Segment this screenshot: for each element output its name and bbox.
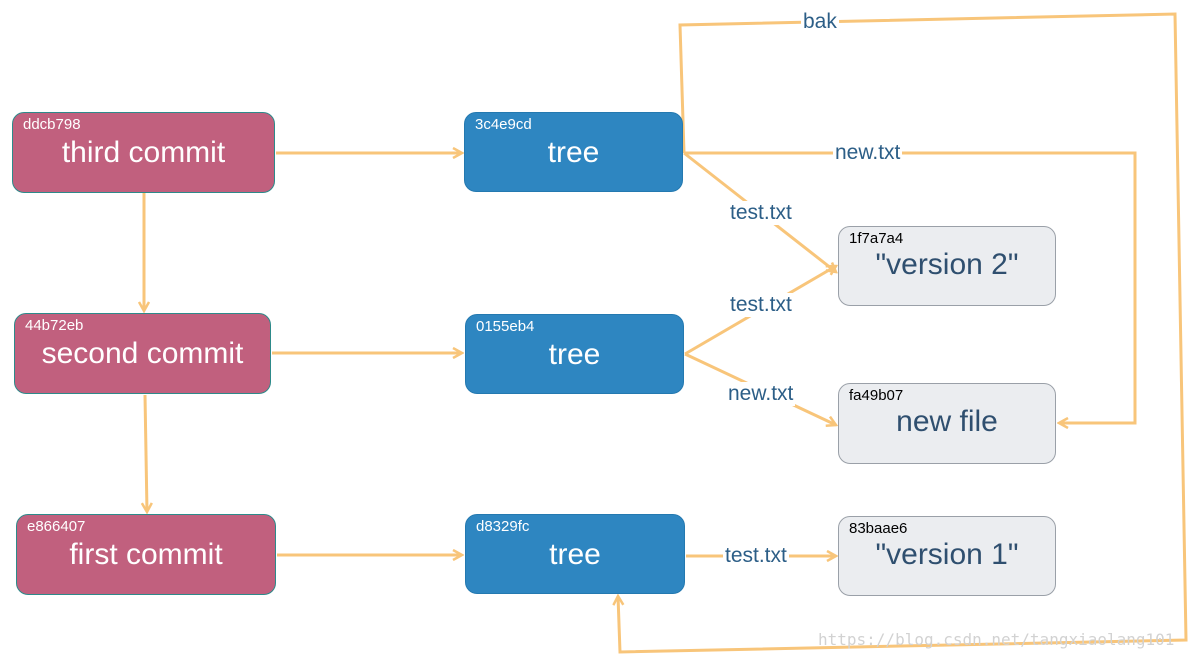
commit-hash: 44b72eb xyxy=(25,317,84,334)
commit-node-third[interactable]: ddcb798 third commit xyxy=(12,112,275,193)
tree-hash: 3c4e9cd xyxy=(475,116,532,133)
edge-second-to-first xyxy=(145,394,147,512)
blob-node-83baae6[interactable]: 83baae6 "version 1" xyxy=(838,516,1056,596)
blob-node-1f7a7a4[interactable]: 1f7a7a4 "version 2" xyxy=(838,226,1056,306)
tree-hash: 0155eb4 xyxy=(476,318,535,335)
commit-title: third commit xyxy=(61,136,226,169)
blob-title: "version 2" xyxy=(875,248,1019,281)
tree-node-3c4e9cd[interactable]: 3c4e9cd tree xyxy=(464,112,683,192)
tree-title: tree xyxy=(547,136,600,169)
commit-node-first[interactable]: e866407 first commit xyxy=(16,514,276,595)
blob-hash: fa49b07 xyxy=(849,387,904,404)
edge-label-tree2-new: new.txt xyxy=(726,382,796,406)
blob-title: new file xyxy=(896,405,998,438)
commit-title: first commit xyxy=(69,538,223,571)
tree-title: tree xyxy=(548,338,601,371)
blob-title: "version 1" xyxy=(875,538,1019,571)
commit-title: second commit xyxy=(41,337,244,370)
edge-label-tree2-test: test.txt xyxy=(728,293,794,317)
edge-label-tree3-test: test.txt xyxy=(728,201,794,225)
tree-node-0155eb4[interactable]: 0155eb4 tree xyxy=(465,314,684,394)
edge-label-tree1-test: test.txt xyxy=(723,544,789,568)
commit-node-second[interactable]: 44b72eb second commit xyxy=(14,313,271,394)
edge-label-bak: bak xyxy=(801,10,839,34)
edge-tree3-bak xyxy=(618,12,1188,654)
tree-hash: d8329fc xyxy=(476,518,530,535)
commit-hash: ddcb798 xyxy=(23,116,81,133)
tree-node-d8329fc[interactable]: d8329fc tree xyxy=(465,514,685,594)
commit-hash: e866407 xyxy=(27,518,86,535)
tree-title: tree xyxy=(549,538,601,571)
blob-hash: 83baae6 xyxy=(849,520,908,537)
edge-tree3-new xyxy=(684,151,1137,423)
edge-label-tree3-new: new.txt xyxy=(833,141,903,165)
watermark: https://blog.csdn.net/tangxiaolang101 xyxy=(818,630,1175,649)
blob-hash: 1f7a7a4 xyxy=(849,230,904,247)
blob-node-fa49b07[interactable]: fa49b07 new file xyxy=(838,383,1056,464)
